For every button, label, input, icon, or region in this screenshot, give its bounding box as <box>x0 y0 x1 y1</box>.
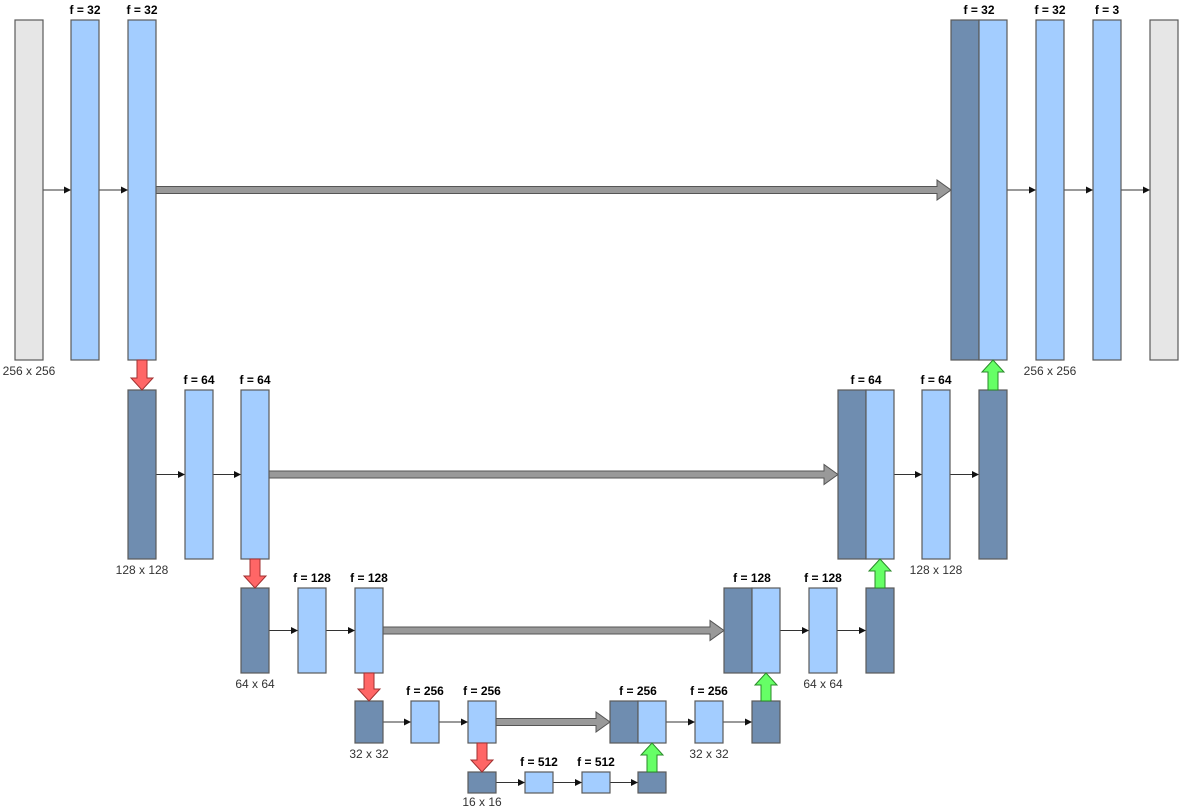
encoder-block-conv <box>240 389 270 560</box>
decoder-conv-half <box>978 19 1008 361</box>
skip-connection-arrow <box>495 711 611 733</box>
filter-count-label: f = 128 <box>293 571 331 585</box>
decoder-block-conv <box>1035 19 1065 361</box>
encoder-block-conv <box>410 700 440 744</box>
filter-count-label: f = 256 <box>690 684 728 698</box>
decoder-block-dark <box>865 587 895 674</box>
filter-count-label: f = 256 <box>406 684 444 698</box>
encoder-block-dark <box>240 587 270 674</box>
decoder-block-conv <box>921 389 951 560</box>
filter-count-label: f = 256 <box>463 684 501 698</box>
decoder-block-conv <box>694 700 724 744</box>
upsample-arrow <box>753 672 779 702</box>
upsample-arrow <box>639 742 665 773</box>
upsample-arrow <box>980 359 1006 391</box>
filter-count-label: f = 256 <box>619 684 657 698</box>
resolution-label: 128 x 128 <box>116 563 169 577</box>
resolution-label: 256 x 256 <box>3 364 56 378</box>
decoder-block-dark <box>751 700 781 744</box>
encoder-block-io <box>14 19 44 361</box>
labels: f = 32 f = 32 256 x 256 f = 32 f = 32 f = 3 25… <box>3 3 1120 807</box>
encoder-block-conv <box>297 587 327 674</box>
filter-count-label: f = 512 <box>520 755 558 769</box>
filter-count-label: f = 128 <box>804 571 842 585</box>
skip-connection-arrow <box>382 619 725 642</box>
filter-count-label: f = 128 <box>733 571 771 585</box>
decoder-block-dark <box>978 389 1008 560</box>
resolution-label: 128 x 128 <box>910 563 963 577</box>
filter-count-label: f = 32 <box>1034 3 1065 17</box>
decoder-conv-half <box>865 389 895 560</box>
filter-count-label: f = 64 <box>183 373 214 387</box>
skip-connection-arrow <box>155 179 952 201</box>
filter-count-label: f = 3 <box>1095 3 1120 17</box>
filter-count-label: f = 64 <box>920 373 951 387</box>
filter-count-label: f = 32 <box>126 3 157 17</box>
filter-count-label: f = 32 <box>69 3 100 17</box>
feature-blocks <box>14 19 1179 794</box>
decoder-upsampled-half <box>837 389 867 560</box>
encoder-block-conv <box>70 19 100 361</box>
decoder-block-conv <box>808 587 838 674</box>
filter-count-label: f = 64 <box>850 373 881 387</box>
bottleneck-block-conv <box>581 771 611 794</box>
decoder-conv-half <box>751 587 781 674</box>
skip-connection-arrow <box>268 463 839 486</box>
encoder-block-conv <box>354 587 384 674</box>
filter-count-label: f = 128 <box>350 571 388 585</box>
upsample-arrow <box>867 558 893 589</box>
skip-connections <box>155 179 952 733</box>
flow-arrows <box>43 186 1150 786</box>
filter-count-label: f = 512 <box>577 755 615 769</box>
encoder-block-conv <box>467 700 497 744</box>
decoder-upsampled-half <box>609 700 639 744</box>
bottleneck-block-dark <box>637 771 667 794</box>
downsample-arrow <box>469 742 495 773</box>
bottleneck-block-conv <box>524 771 554 794</box>
downsample-arrow <box>129 359 155 391</box>
decoder-upsampled-half <box>723 587 753 674</box>
decoder-upsampled-half <box>950 19 980 361</box>
resolution-label: 64 x 64 <box>803 677 843 691</box>
resolution-label: 32 x 32 <box>689 747 729 761</box>
bottleneck-block-dark <box>467 771 497 794</box>
decoder-conv-half <box>637 700 667 744</box>
decoder-block-conv <box>1092 19 1122 361</box>
resolution-label: 64 x 64 <box>235 677 275 691</box>
filter-count-label: f = 32 <box>963 3 994 17</box>
resolution-label: 256 x 256 <box>1024 364 1077 378</box>
decoder-block-io <box>1149 19 1179 361</box>
downsample-arrow <box>242 558 268 589</box>
resolution-label: 32 x 32 <box>349 747 389 761</box>
resample-arrows <box>129 359 1006 773</box>
encoder-block-conv <box>184 389 214 560</box>
encoder-block-conv <box>127 19 157 361</box>
encoder-block-dark <box>127 389 157 560</box>
filter-count-label: f = 64 <box>239 373 270 387</box>
resolution-label: 16 x 16 <box>462 795 502 807</box>
encoder-block-dark <box>354 700 384 744</box>
downsample-arrow <box>356 672 382 702</box>
